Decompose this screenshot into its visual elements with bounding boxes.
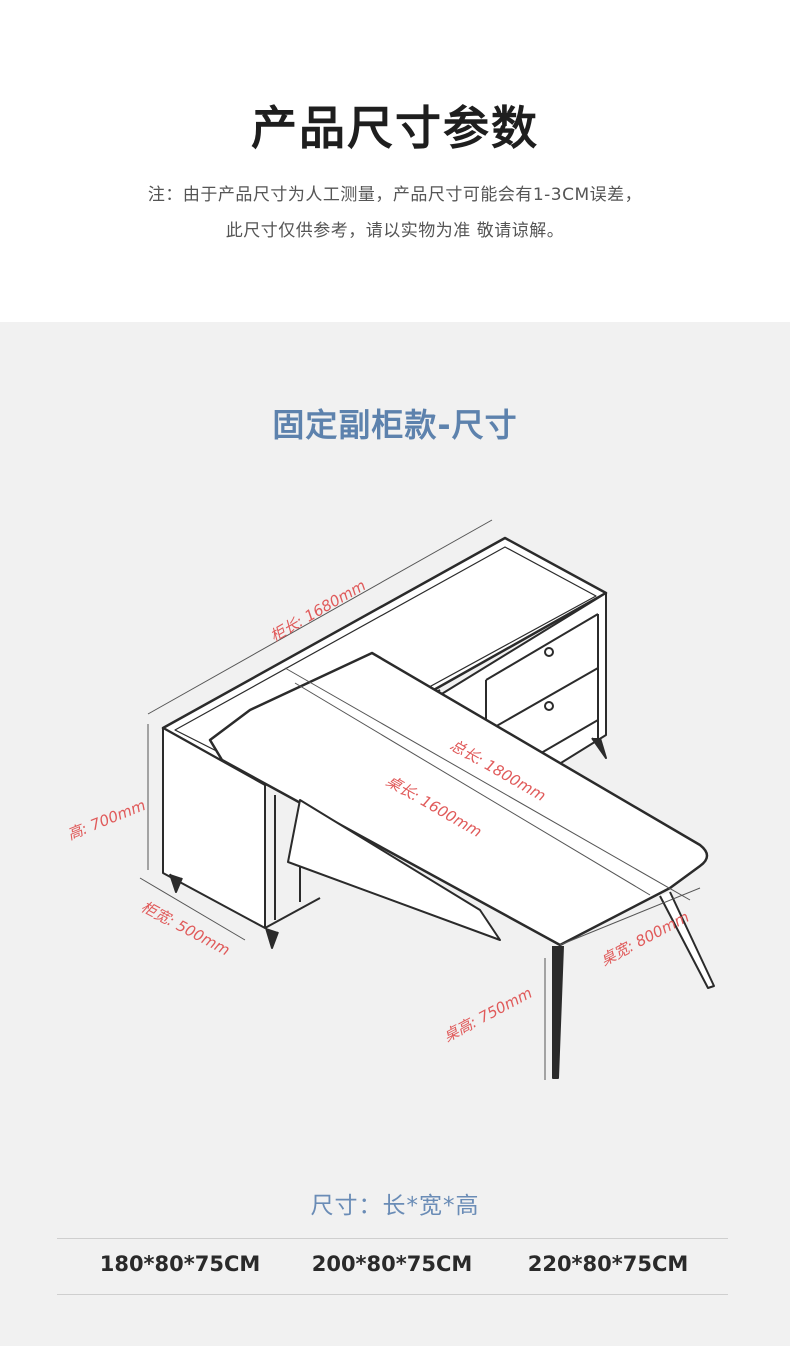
page-title: 产品尺寸参数 — [251, 101, 539, 155]
modesty-panel — [287, 799, 501, 941]
desk-dimension-diagram: 柜长: 1680mm 总长: 1800mm 桌长: 1600mm 高: 700m… — [65, 519, 715, 1080]
header-section: 产品尺寸参数 注：由于产品尺寸为人工测量，产品尺寸可能会有1-3CM误差， 此尺… — [0, 0, 790, 322]
desk-leg-front — [552, 945, 564, 1079]
dimension-lines — [139, 519, 701, 1080]
desk-illustration — [161, 536, 715, 1079]
disclaimer-line-2: 此尺寸仅供参考，请以实物为准 敬请谅解。 — [225, 221, 565, 241]
dim-cabinet-width: 柜宽: 500mm — [138, 898, 233, 960]
disclaimer-line-1: 注：由于产品尺寸为人工测量，产品尺寸可能会有1-3CM误差， — [147, 185, 643, 205]
size-option-2: 200*80*75CM — [311, 1252, 473, 1276]
desk-leg-right — [659, 891, 715, 989]
size-format-label: 尺寸：长*宽*高 — [310, 1193, 480, 1219]
size-option-3: 220*80*75CM — [527, 1252, 689, 1276]
size-options: 180*80*75CM 200*80*75CM 220*80*75CM — [0, 1252, 790, 1282]
dim-height: 高: 700mm — [65, 796, 148, 844]
desk-top — [208, 651, 709, 947]
size-option-1: 180*80*75CM — [99, 1252, 261, 1276]
divider-top — [57, 1238, 728, 1239]
dimension-panel: 固定副柜款-尺寸 — [0, 322, 790, 1346]
dim-desk-height: 桌高: 750mm — [440, 984, 535, 1046]
section-title: 固定副柜款-尺寸 — [272, 406, 518, 444]
divider-bottom — [57, 1294, 728, 1295]
